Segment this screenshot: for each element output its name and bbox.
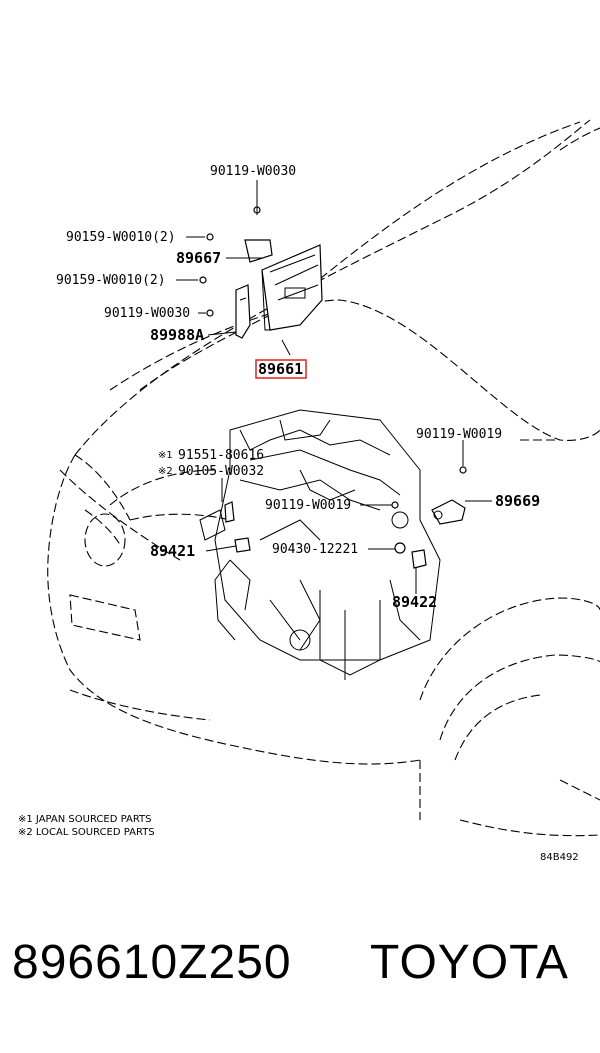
label-bracket[interactable]: 89667 [176,249,221,267]
label-bolt-a[interactable]: 90159-W0010(2) [66,230,176,245]
ecu-assembly [199,200,323,339]
label-sensor-b[interactable]: 90105-W0032 [178,464,264,479]
source-notes: ※1 JAPAN SOURCED PARTS ※2 LOCAL SOURCED … [18,814,579,863]
label-bracket-a[interactable]: 89988A [150,326,204,344]
label-bolt-top[interactable]: 90119-W0030 [210,164,296,179]
ecu-highlight-box [255,359,307,379]
label-gasket[interactable]: 90430-12221 [272,542,358,557]
brand-name: TOYOTA [370,936,569,989]
label-sensor-left[interactable]: 89421 [150,542,195,560]
part-labels: 90119-W0030 90159-W0010(2) 89667 90159-W… [56,164,540,611]
footer: 896610Z250 TOYOTA [0,935,600,1015]
label-bracket-right[interactable]: 89669 [495,492,540,510]
label-bolt-mid[interactable]: 90119-W0019 [265,498,351,513]
note-local: ※2 LOCAL SOURCED PARTS [18,827,155,838]
figure-code: 84B492 [540,852,579,863]
leader-lines [176,180,492,594]
label-sensor-right[interactable]: 89422 [392,593,437,611]
parts-diagram: 90119-W0030 90159-W0010(2) 89667 90159-W… [18,119,600,863]
label-ecu[interactable]: 89661 [258,360,303,378]
part-number: 896610Z250 [12,936,292,989]
note-japan: ※1 JAPAN SOURCED PARTS [18,814,152,825]
label-bolt-c[interactable]: 90119-W0030 [104,306,190,321]
car-outline [47,119,600,837]
label-bolt-b[interactable]: 90159-W0010(2) [56,273,166,288]
engine-block [199,409,441,680]
label-sensor-a[interactable]: 91551-80616 [178,448,264,463]
note1-mark: ※1 [158,450,173,461]
note2-mark: ※2 [158,466,173,477]
label-bolt-right[interactable]: 90119-W0019 [416,427,502,442]
right-components [224,466,467,569]
